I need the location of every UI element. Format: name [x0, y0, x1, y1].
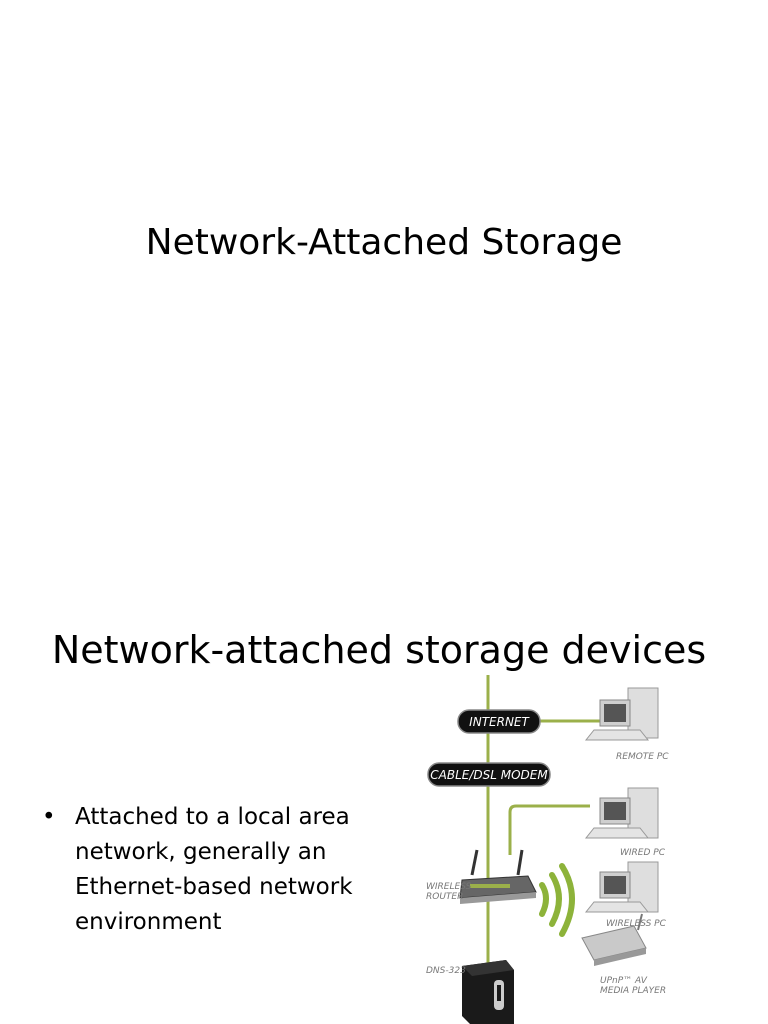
modem-node: CABLE/DSL MODEM	[427, 762, 551, 787]
media-player-label-line1: UPnP™ AV	[600, 976, 648, 986]
wired-pc-cable	[508, 804, 590, 855]
slide-1-title: Network-Attached Storage	[145, 222, 623, 263]
wifi-signal-icon	[539, 863, 575, 937]
slide-2: Network-attached storage devices • Attac…	[0, 512, 768, 1024]
router-label-line1: WIRELESS	[426, 882, 472, 892]
internet-node: INTERNET	[457, 709, 541, 734]
wired-pc-icon	[584, 787, 659, 839]
slide-2-title: Network-attached storage devices	[51, 628, 707, 672]
wireless-pc-icon	[584, 861, 659, 913]
bullet-text: Attached to a local area network, genera…	[75, 804, 353, 935]
slide-1: Network-Attached Storage	[145, 222, 623, 263]
nas-device-icon	[462, 960, 514, 1024]
remote-pc-label: REMOTE PC	[616, 752, 669, 762]
wired-pc-label: WIRED PC	[620, 848, 666, 858]
internet-label: INTERNET	[469, 715, 530, 729]
router-icon	[459, 849, 537, 904]
router-label-line2: ROUTER	[426, 892, 463, 902]
media-player-icon	[581, 913, 647, 966]
media-player-label-line2: MEDIA PLAYER	[600, 986, 666, 996]
bullet-marker: •	[42, 804, 56, 830]
dns-label: DNS-323	[426, 966, 466, 976]
wireless-pc-label: WIRELESS PC	[606, 919, 667, 929]
remote-pc-icon	[584, 687, 659, 741]
network-diagram: INTERNET CABLE/DSL MODEM REMOTE PC WIRED…	[426, 675, 669, 1024]
modem-label: CABLE/DSL MODEM	[430, 768, 548, 782]
